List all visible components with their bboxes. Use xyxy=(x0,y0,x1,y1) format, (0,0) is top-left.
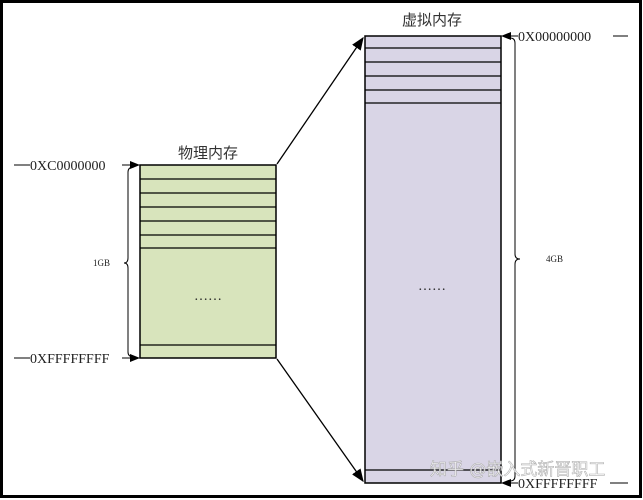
physical-ellipsis: …… xyxy=(194,289,222,304)
virtual-memory-block xyxy=(364,35,502,484)
virtual-memory-title: 虚拟内存 xyxy=(402,11,462,29)
virtual-ellipsis: …… xyxy=(418,279,446,294)
physical-end-address: 0XFFFFFFFF xyxy=(30,352,110,367)
virtual-start-address: 0X00000000 xyxy=(518,30,591,45)
watermark: 知乎 @嵌入式新晋职工 xyxy=(430,460,605,480)
physical-size-brace xyxy=(123,166,135,358)
physical-memory-title: 物理内存 xyxy=(178,144,238,162)
physical-memory-block xyxy=(139,164,277,359)
physical-start-address: 0XC0000000 xyxy=(30,159,105,174)
physical-size-label: 1GB xyxy=(93,258,110,268)
virtual-size-label: 4GB xyxy=(546,254,563,264)
virtual-end-address: 0XFFFFFFFF xyxy=(518,477,598,492)
mapping-arrow-top xyxy=(276,36,364,165)
mapping-arrow-bottom xyxy=(276,358,364,483)
virtual-size-brace xyxy=(509,37,521,482)
